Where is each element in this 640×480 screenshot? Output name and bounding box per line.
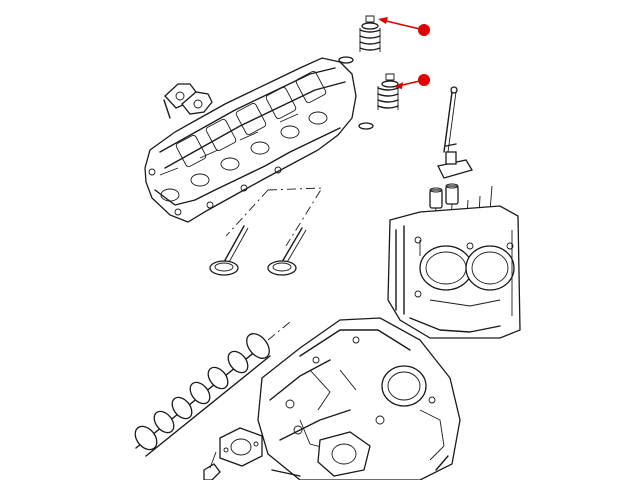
engine-block-bottom [257, 317, 461, 480]
thrust-plate [219, 427, 263, 467]
marker-lower-valve-keeper [394, 74, 430, 89]
cylinder-head [144, 57, 357, 223]
valve-right [267, 227, 307, 276]
valve-spring-lower [358, 73, 399, 130]
marker-upper-valve-keeper [378, 17, 430, 36]
leader-lines-valves [225, 187, 323, 247]
camshaft [134, 321, 291, 457]
valve-spring-upper [338, 15, 381, 64]
valve-left [209, 225, 249, 276]
sensor-bolt [203, 451, 221, 480]
lifters [429, 183, 459, 209]
engine-block-top [387, 205, 521, 339]
pushrod [443, 86, 458, 153]
lifter-guide [437, 143, 473, 179]
rocker-arms [163, 83, 213, 119]
